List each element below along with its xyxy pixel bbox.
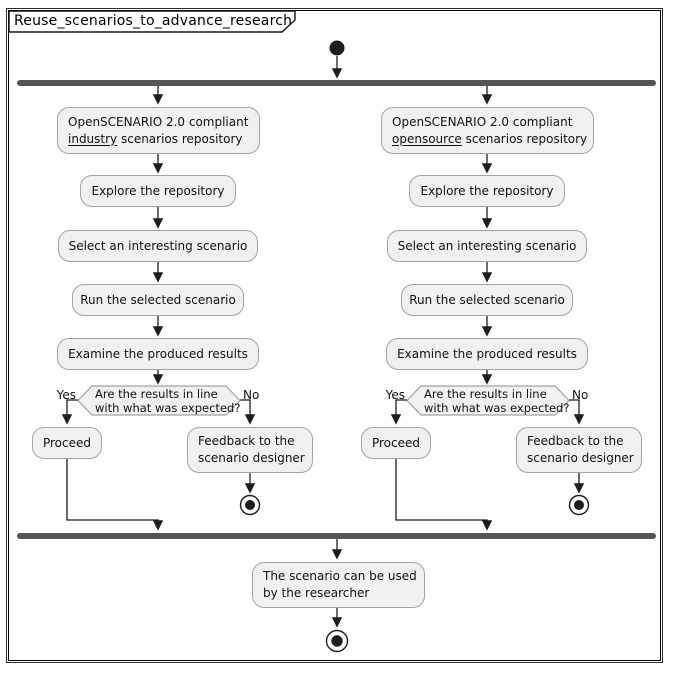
underlined-word: industry	[68, 131, 118, 146]
guard-no-right: No	[572, 388, 589, 402]
diagram-frame	[6, 8, 663, 663]
edge-no-to-feedback-left	[240, 399, 256, 425]
activity-run-right: Run the selected scenario	[401, 284, 573, 316]
activity-examine-left: Examine the produced results	[57, 338, 259, 370]
activity-proceed-left: Proceed	[32, 427, 102, 459]
activity-run-left: Run the selected scenario	[72, 284, 244, 316]
activity-select-right: Select an interesting scenario	[387, 230, 587, 262]
activity-explore-left: Explore the repository	[80, 175, 236, 207]
activity-examine-right: Examine the produced results	[386, 338, 588, 370]
underlined-word: opensource	[392, 131, 462, 146]
guard-yes-left: Yes	[56, 388, 76, 402]
diagram-title: Reuse_scenarios_to_advance_research	[14, 13, 293, 29]
join-bar	[17, 533, 656, 539]
title-tab-shape	[8, 10, 296, 33]
final-node-right	[568, 494, 590, 516]
guard-yes-right: Yes	[385, 388, 405, 402]
final-node-left	[239, 494, 261, 516]
activity-explore-right: Explore the repository	[409, 175, 565, 207]
activity-select-left: Select an interesting scenario	[58, 230, 258, 262]
edge-proceed-to-join-right	[395, 459, 493, 531]
guard-no-left: No	[243, 388, 260, 402]
edge-no-to-feedback-right	[569, 399, 585, 425]
activity-proceed-right: Proceed	[361, 427, 431, 459]
final-node-bottom	[325, 629, 349, 653]
edge-yes-to-proceed-right	[390, 399, 407, 425]
fork-bar	[17, 80, 656, 86]
edge-yes-to-proceed-left	[61, 399, 78, 425]
edge-proceed-to-join-left	[66, 459, 164, 531]
initial-node	[329, 40, 345, 56]
